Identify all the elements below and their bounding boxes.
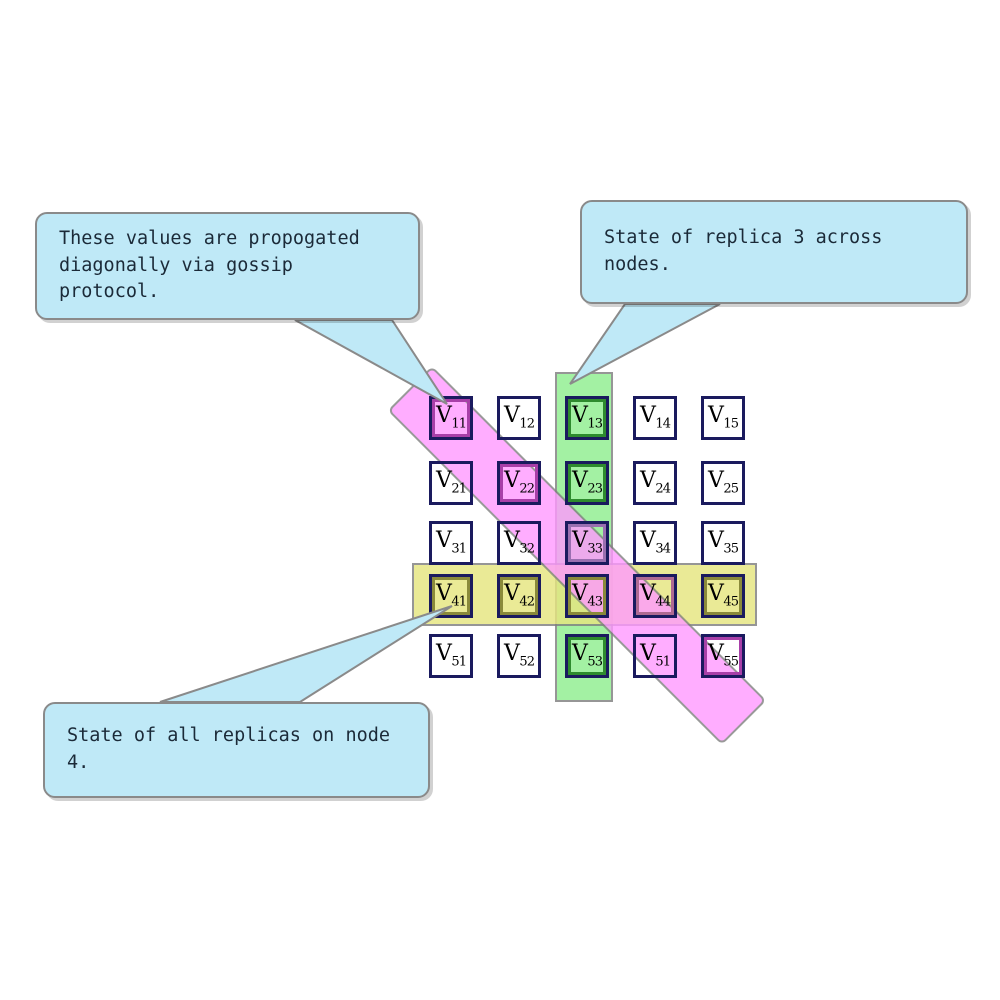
cell-highlight-green: V23 [568,464,606,502]
grid-cell-v11: V11 [429,396,473,440]
cell-label: V41 [436,581,467,610]
cell-highlight-none: V14 [636,399,674,437]
cell-label: V11 [436,403,467,432]
grid-cell-v25: V25 [701,461,745,505]
callout-gossip-text: These values are propogated diagonally v… [59,227,360,303]
cell-label: V24 [640,468,671,497]
cell-highlight-olive: V45 [704,577,742,615]
cell-highlight-none: V32 [500,524,538,562]
cell-highlight-none: V15 [704,399,742,437]
cell-highlight-olive: V43 [568,577,606,615]
cell-label: V34 [640,528,671,557]
cell-highlight-none: V34 [636,524,674,562]
callout-gossip-note: These values are propogated diagonally v… [35,212,420,320]
grid-cell-v24: V24 [633,461,677,505]
callout-node4-text: State of all replicas on node 4. [67,725,391,773]
cell-highlight-none: V25 [704,464,742,502]
grid-cell-v32: V32 [497,521,541,565]
grid-cell-v52: V52 [497,634,541,678]
callout-replica3-note: State of replica 3 across nodes. [580,200,968,304]
cell-label: V15 [708,403,739,432]
grid-cell-v44: V44 [633,574,677,618]
grid-cell-v15: V15 [701,396,745,440]
cell-label: V12 [504,403,535,432]
cell-highlight-none: V12 [500,399,538,437]
cell-highlight-purple: V33 [568,524,606,562]
grid-cell-v21: V21 [429,461,473,505]
grid-cell-v22: V22 [497,461,541,505]
cell-label: V31 [436,528,467,557]
cell-label: V13 [572,403,603,432]
cell-highlight-pink: V11 [432,399,470,437]
cell-label: V22 [504,468,535,497]
cell-highlight-green: V13 [568,399,606,437]
cell-highlight-none: V51 [636,637,674,675]
grid-cell-v45: V45 [701,574,745,618]
callout-tail-node4-note [159,605,453,703]
cell-highlight-none: V52 [500,637,538,675]
grid-cell-v33: V33 [565,521,609,565]
callout-replica3-text: State of replica 3 across nodes. [604,227,883,275]
cell-highlight-olive: V42 [500,577,538,615]
cell-label: V25 [708,468,739,497]
cell-label: V44 [640,581,671,610]
cell-highlight-none: V35 [704,524,742,562]
cell-highlight-none: V31 [432,524,470,562]
grid-cell-v34: V34 [633,521,677,565]
cell-label: V23 [572,468,603,497]
grid-cell-v43: V43 [565,574,609,618]
grid-cell-v31: V31 [429,521,473,565]
grid-cell-v35: V35 [701,521,745,565]
cell-label: V32 [504,528,535,557]
grid-cell-v53: V53 [565,634,609,678]
grid-cell-v51: V51 [633,634,677,678]
cell-label: V21 [436,468,467,497]
grid-cell-v55: V55 [701,634,745,678]
cell-highlight-pink: V22 [500,464,538,502]
cell-highlight-pink: V55 [704,637,742,675]
cell-highlight-none: V21 [432,464,470,502]
grid-cell-v42: V42 [497,574,541,618]
grid-cell-v51: V51 [429,634,473,678]
cell-label: V51 [640,641,671,670]
callout-node4-note: State of all replicas on node 4. [43,702,430,798]
cell-label: V52 [504,641,535,670]
grid-cell-v14: V14 [633,396,677,440]
cell-label: V55 [708,641,739,670]
cell-label: V35 [708,528,739,557]
grid-cell-v13: V13 [565,396,609,440]
grid-cell-v41: V41 [429,574,473,618]
cell-label: V45 [708,581,739,610]
grid-cell-v12: V12 [497,396,541,440]
cell-label: V51 [436,641,467,670]
cell-highlight-green: V53 [568,637,606,675]
cell-highlight-none: V24 [636,464,674,502]
grid-cell-v23: V23 [565,461,609,505]
cell-label: V33 [572,528,603,557]
cell-label: V42 [504,581,535,610]
cell-label: V53 [572,641,603,670]
cell-highlight-olive: V41 [432,577,470,615]
cell-label: V14 [640,403,671,432]
cell-highlight-none: V51 [432,637,470,675]
cell-label: V43 [572,581,603,610]
cell-highlight-rose: V44 [636,577,674,615]
